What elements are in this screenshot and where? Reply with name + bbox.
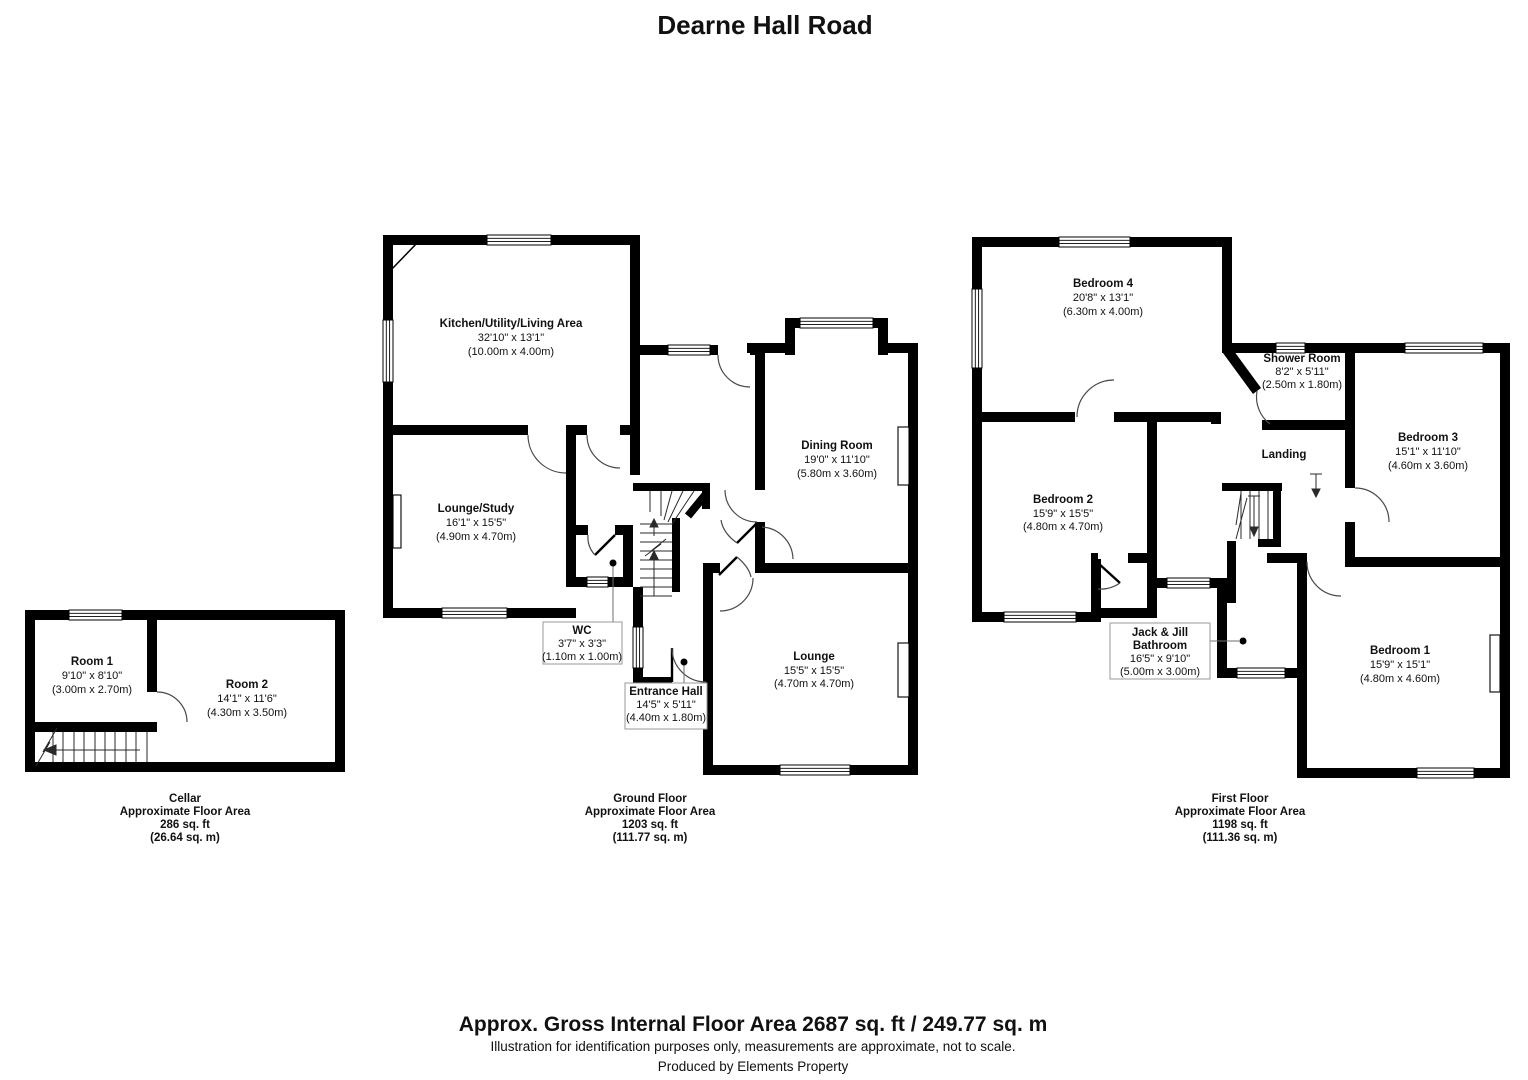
cellar-walls [25,610,345,772]
bedroom4-metric: (6.30m x 4.00m) [1063,306,1143,318]
cellar-plan: Room 1 9'10" x 8'10" (3.00m x 2.70m) Roo… [25,609,345,844]
ground-floor-label: Ground Floor Approximate Floor Area 1203… [585,793,716,844]
ground-windows [382,234,874,776]
ground-stairs [640,490,695,597]
bedroom4-imperial: 20'8" x 13'1" [1073,292,1133,304]
bedroom3-name: Bedroom 3 [1398,432,1458,444]
shower-room-imperial: 8'2" x 5'11" [1275,366,1328,378]
dining-name: Dining Room [801,440,873,452]
wc-metric: (1.10m x 1.00m) [542,651,622,663]
bedroom3-imperial: 15'1" x 11'10" [1395,446,1461,458]
bedroom4-name: Bedroom 4 [1073,278,1134,290]
ground-doors [527,354,794,683]
lounge-study-metric: (4.90m x 4.70m) [436,531,516,543]
ground-label-line3: 1203 sq. ft [622,819,678,831]
first-stairs [1235,473,1322,540]
room1-name: Room 1 [71,656,114,668]
radiator [1489,634,1501,693]
first-floor-plan: Bedroom 4 20'8" x 13'1" (6.30m x 4.00m) … [971,236,1510,844]
radiator [897,642,910,698]
lounge-imperial: 15'5" x 15'5" [784,665,844,677]
bedroom2-metric: (4.80m x 4.70m) [1023,521,1103,533]
cellar-label-line3: 286 sq. ft [160,819,210,831]
ground-label-line2: Approximate Floor Area [585,806,716,818]
bedroom2-name: Bedroom 2 [1033,494,1093,506]
room2-name: Room 2 [226,679,268,691]
footer-disclaimer: Illustration for identification purposes… [490,1039,1015,1054]
cellar-label-line2: Approximate Floor Area [120,806,251,818]
radiator [392,494,402,549]
bedroom1-imperial: 15'9" x 15'1" [1370,659,1430,671]
cellar-label-name: Cellar [169,793,201,805]
ground-fixtures [392,426,910,698]
first-label-line4: (111.36 sq. m) [1203,832,1278,844]
first-room-labels: Bedroom 4 20'8" x 13'1" (6.30m x 4.00m) … [1023,278,1468,685]
ground-label-name: Ground Floor [613,793,687,805]
lounge-study-name: Lounge/Study [438,503,515,515]
wc-name: WC [572,625,591,637]
entrance-hall-metric: (4.40m x 1.80m) [626,712,706,724]
ground-leaders [609,559,688,683]
cellar-window [68,609,123,621]
cellar-label-line4: (26.64 sq. m) [150,832,220,844]
lounge-name: Lounge [793,651,835,663]
kitchen-imperial: 32'10" x 13'1" [478,332,545,344]
cellar-floor-label: Cellar Approximate Floor Area 286 sq. ft… [120,793,251,844]
footer-headline: Approx. Gross Internal Floor Area 2687 s… [459,1013,1048,1036]
bedroom1-metric: (4.80m x 4.60m) [1360,673,1440,685]
ground-room-labels: Kitchen/Utility/Living Area 32'10" x 13'… [436,318,877,724]
first-leaders [1210,637,1247,645]
footer-credit: Produced by Elements Property [658,1059,849,1074]
room1-metric: (3.00m x 2.70m) [52,684,132,696]
kitchen-corner-chamfer-line [390,241,419,271]
wc-label-box [542,621,623,665]
lounge-metric: (4.70m x 4.70m) [774,678,854,690]
bedroom2-imperial: 15'9" x 15'5" [1033,508,1093,520]
first-floor-label: First Floor Approximate Floor Area 1198 … [1175,793,1306,844]
dining-metric: (5.80m x 3.60m) [797,468,877,480]
bathroom-name-line2: Bathroom [1133,640,1187,652]
kitchen-name: Kitchen/Utility/Living Area [440,318,583,330]
entrance-hall-name: Entrance Hall [629,686,703,698]
footer: Approx. Gross Internal Floor Area 2687 s… [459,1013,1048,1074]
first-label-line3: 1198 sq. ft [1212,819,1268,831]
room1-imperial: 9'10" x 8'10" [62,670,122,682]
cellar-stairs [35,727,148,767]
dining-imperial: 19'0" x 11'10" [804,454,870,466]
landing-name: Landing [1262,449,1307,461]
first-label-line2: Approximate Floor Area [1175,806,1306,818]
entrance-hall-imperial: 14'5" x 5'11" [636,699,696,711]
lounge-study-imperial: 16'1" x 15'5" [446,517,506,529]
first-doors [1076,379,1390,597]
shower-chamfer-wall [1222,347,1262,394]
radiator [897,426,910,486]
kitchen-metric: (10.00m x 4.00m) [468,346,554,358]
page-title: Dearne Hall Road [657,10,872,40]
ground-label-line4: (111.77 sq. m) [613,832,688,844]
bathroom-name-line1: Jack & Jill [1132,627,1188,639]
bathroom-label-box [1109,622,1211,680]
room2-imperial: 14'1" x 11'6" [217,693,277,705]
first-label-name: First Floor [1212,793,1269,805]
first-windows [971,236,1484,779]
shower-room-name: Shower Room [1263,353,1340,365]
cellar-room-labels: Room 1 9'10" x 8'10" (3.00m x 2.70m) Roo… [52,656,287,719]
bedroom3-metric: (4.60m x 3.60m) [1388,460,1468,472]
room2-metric: (4.30m x 3.50m) [207,707,287,719]
shower-room-metric: (2.50m x 1.80m) [1262,379,1342,391]
bathroom-metric: (5.00m x 3.00m) [1120,666,1200,678]
bathroom-imperial: 16'5" x 9'10" [1130,653,1190,665]
wc-imperial: 3'7" x 3'3" [558,638,606,650]
ground-floor-plan: Kitchen/Utility/Living Area 32'10" x 13'… [382,234,918,844]
entrance-hall-label-box [624,682,708,730]
cellar-door-arc [156,691,188,723]
bedroom1-name: Bedroom 1 [1370,645,1431,657]
